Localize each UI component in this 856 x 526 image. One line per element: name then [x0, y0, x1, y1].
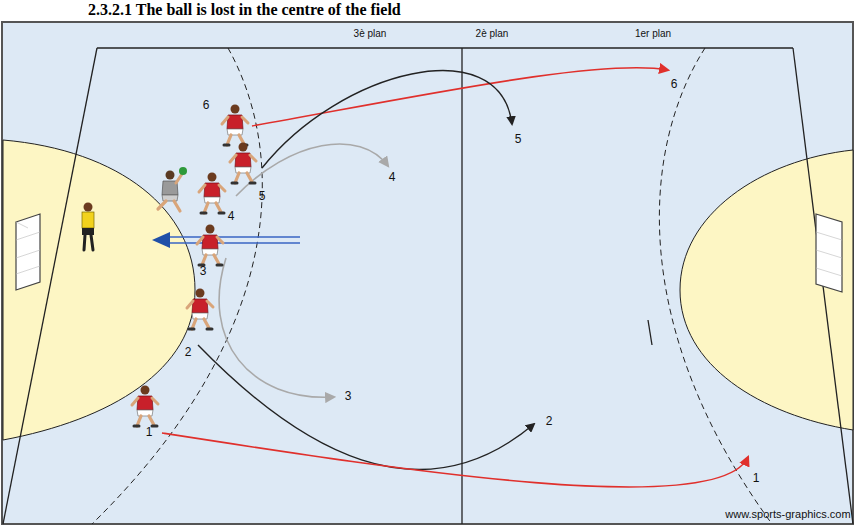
goal — [816, 214, 842, 292]
run-path — [236, 144, 388, 196]
watermark: www.sports-graphics.com — [725, 509, 850, 520]
zone-label: 1er plan — [635, 29, 671, 39]
callout-number: 4 — [389, 171, 396, 183]
callout-number: 3 — [200, 265, 207, 277]
run-path — [262, 71, 512, 168]
goal-line — [3, 48, 97, 524]
zone-label: 2è plan — [476, 29, 509, 39]
defender — [230, 143, 256, 184]
goalkeeper — [82, 203, 94, 251]
callout-number: 2 — [546, 415, 553, 427]
run-path — [252, 68, 668, 126]
court-ground — [2, 22, 853, 524]
ball-arrow — [168, 237, 300, 243]
run-path — [219, 258, 334, 397]
callout-number: 5 — [259, 190, 266, 202]
callout-number: 4 — [228, 210, 235, 222]
centre-line — [461, 48, 462, 524]
seven-metre-mark — [648, 320, 652, 345]
free-throw-line — [92, 48, 262, 524]
goal-line — [793, 48, 853, 524]
callout-number: 5 — [515, 133, 522, 145]
zone-label: 3è plan — [354, 29, 387, 39]
goal-net — [16, 222, 40, 274]
defender — [187, 289, 213, 330]
diagram-title: 2.3.2.1 The ball is lost in the centre o… — [88, 1, 401, 19]
callout-number: 6 — [203, 99, 210, 111]
callout-number: 3 — [345, 390, 352, 402]
callout-number: 6 — [671, 78, 678, 90]
ball-arrow-head — [152, 232, 170, 248]
defender — [132, 386, 158, 427]
callout-number: 2 — [185, 346, 192, 358]
defender — [197, 225, 223, 266]
callout-number: 1 — [146, 426, 153, 438]
attacker — [158, 167, 187, 211]
defender — [222, 105, 248, 146]
side-line — [97, 47, 793, 48]
goal-net — [816, 232, 842, 276]
goal — [16, 214, 40, 290]
free-throw-line — [659, 48, 772, 524]
run-path — [198, 345, 534, 470]
run-path — [162, 433, 748, 487]
defender — [199, 173, 225, 214]
goal-area — [3, 140, 195, 440]
callout-number: 1 — [753, 472, 760, 484]
goal-area — [680, 150, 853, 430]
